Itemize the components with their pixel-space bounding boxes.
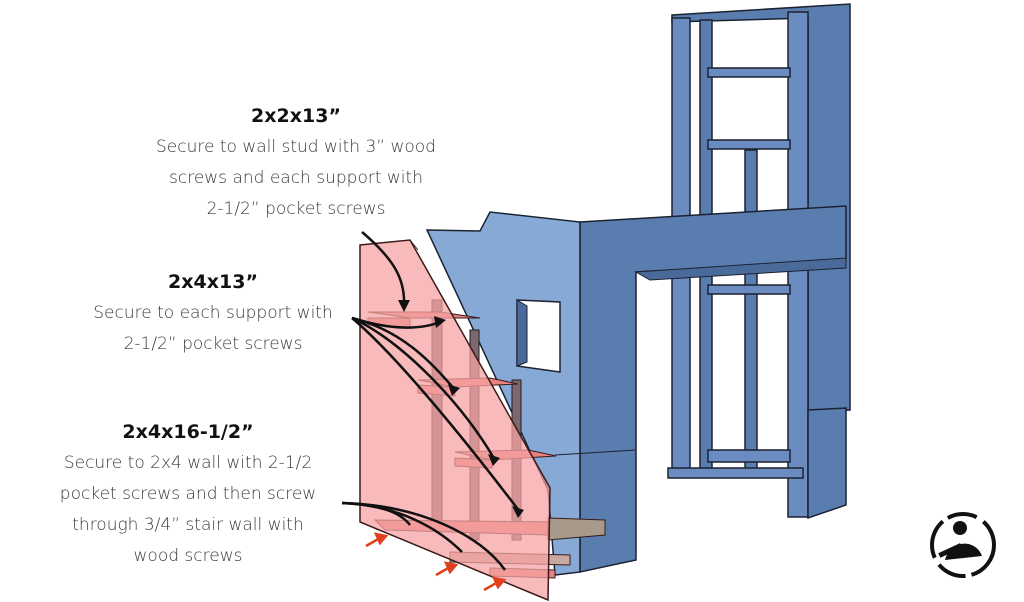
note-heading: 2x4x16-1/2” bbox=[122, 421, 254, 443]
note-line: wood screws bbox=[133, 546, 243, 566]
note-heading: 2x2x13” bbox=[251, 105, 341, 127]
note-heading: 2x4x13” bbox=[168, 271, 258, 293]
note-line: Secure to wall stud with 3” wood bbox=[156, 137, 436, 157]
stair-wall bbox=[359, 239, 551, 602]
note-line: Secure to 2x4 wall with 2-1/2 bbox=[63, 453, 313, 473]
brand-logo bbox=[930, 512, 996, 578]
red-arrows bbox=[365, 532, 507, 592]
note-line: screws and each support with bbox=[169, 168, 423, 188]
note-line: 2-1/2” pocket screws bbox=[206, 199, 386, 219]
note-line: pocket screws and then screw bbox=[59, 484, 317, 504]
note-line: Secure to each support with bbox=[93, 303, 333, 323]
note-line: 2-1/2” pocket screws bbox=[123, 334, 303, 354]
note-2x2x13: 2x2x13” Secure to wall stud with 3” wood… bbox=[146, 101, 446, 225]
callout-arrows bbox=[341, 231, 521, 571]
note-2x4x16-half: 2x4x16-1/2” Secure to 2x4 wall with 2-1/… bbox=[48, 417, 328, 572]
note-2x4x13: 2x4x13” Secure to each support with 2-1/… bbox=[73, 267, 353, 360]
note-line: through 3/4” stair wall with bbox=[72, 515, 304, 535]
